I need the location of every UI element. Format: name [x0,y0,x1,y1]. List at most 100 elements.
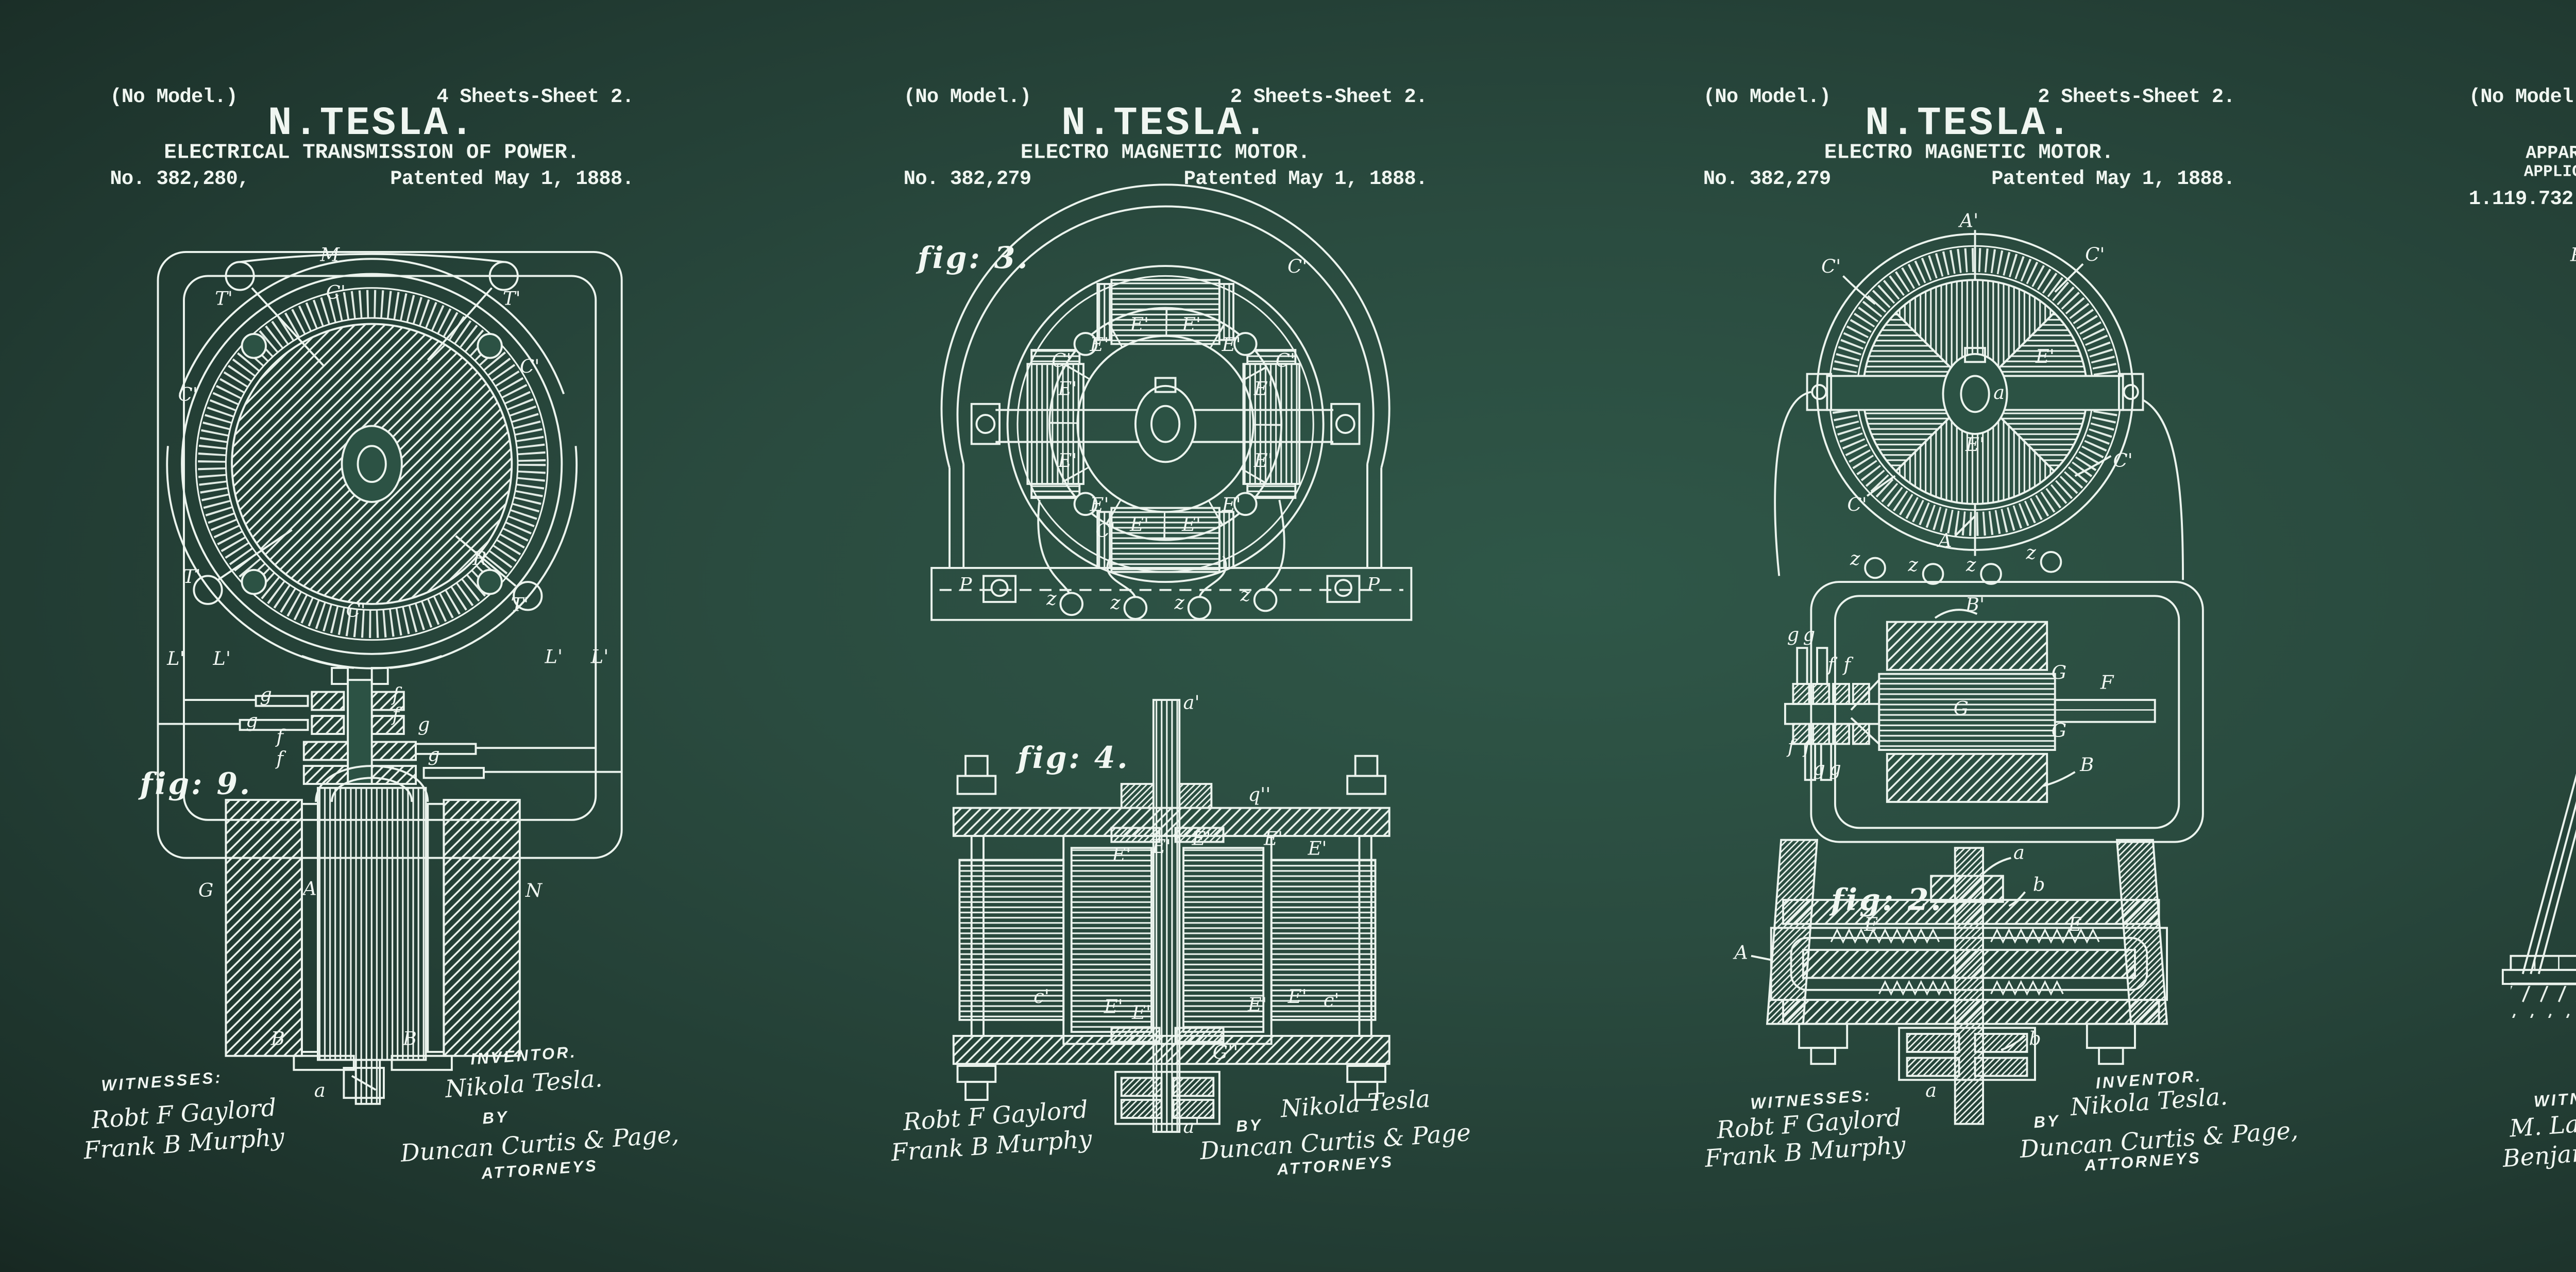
signature-heading: INVENTOR. [470,1043,578,1069]
diagram-label: P [1367,575,1380,597]
patent-date: Patented May 1, 1888. [1991,170,2235,192]
signature: Nikola Tesla [1279,1084,1431,1124]
diagram-label: M [320,245,340,267]
diagram-label: z [1046,589,1057,611]
diagram-label: C' [326,283,346,305]
diagram-label: E [1864,915,1878,937]
diagram-label: f [276,727,284,749]
diagram-label: g [260,684,272,707]
diagram-label: T' [215,289,233,311]
diagram-label: f [1787,737,1795,759]
diagram-label: T' [183,567,201,589]
diagram-label: E' [1182,315,1201,337]
diagram-label: E' [1130,515,1149,537]
diagram-label: E' [1182,515,1201,537]
diagram-label: A [303,879,317,901]
signature-heading: WITNESSES [2533,1085,2576,1111]
diagram-label: F [2100,673,2114,695]
sheet1-header: (No Model.) 4 Sheets-Sheet 2. N.TESLA. E… [110,80,634,200]
diagram-label: L' [545,647,563,669]
diagram-label: C' [1821,257,1841,279]
diagram-label: A [1938,531,1952,553]
diagram-label: g [1813,759,1825,781]
sheet-count: 2 Sheets-Sheet 2. [1230,88,1428,110]
figure-label: fig: 3. [917,240,1030,276]
drawing-electrical-transmission [157,250,623,1105]
diagram-label: E' [1090,495,1109,517]
diagram-label: B [270,1029,285,1051]
diagram-label: c' [1323,991,1340,1013]
diagram-label: G [198,881,214,903]
diagram-label: a [2013,843,2025,865]
diagram-label: T' [511,595,529,617]
diagram-label: E' [1264,829,1283,851]
diagram-label: E' [1253,379,1273,401]
diagram-label: A [1734,943,1748,965]
diagram-label: C' [1275,350,1296,373]
diagram-label: E' [1090,334,1109,357]
signature-heading: BY [482,1108,510,1128]
diagram-label: E' [1058,379,1077,401]
diagram-label: E' [2035,347,2055,369]
diagram-label: z [1908,555,1918,577]
diagram-label: E' [1192,829,1211,851]
diagram-label: L' [590,647,609,669]
diagram-label: g [246,711,258,733]
patent-date: Patented May 1, 1888. [1183,170,1428,192]
diagram-label: q'' [1248,784,1271,807]
diagram-label: z [1966,555,1976,577]
sheet2-header: (No Model.) 2 Sheets-Sheet 2. N.TESLA. E… [904,80,1428,200]
diagram-label: N [525,881,543,903]
diagram-label: g [428,745,440,767]
diagram-label: T' [502,289,521,311]
inventor-name: N.TESLA. [1865,102,2073,148]
diagram-label: E' [1104,997,1123,1019]
diagram-label: b [2032,875,2045,897]
diagram-label: C' [178,384,198,407]
diagram-label: R [472,549,487,571]
diagram-label: z [1174,593,1184,615]
diagram-label: E' [1965,434,1985,457]
diagram-label: E' [1248,995,1267,1017]
patent-title: ELECTRICAL TRANSMISSION OF POWER. [164,142,580,166]
diagram-label: C' [1287,257,1308,279]
inventor-name: N.TESLA. [1061,102,1269,148]
diagram-label: P [959,575,972,597]
diagram-label: L' [167,649,185,671]
diagram-label: z [1240,584,1251,607]
diagram-label: z [1110,593,1121,615]
diagram-label: E' [1130,315,1149,337]
diagram-label: E' [1222,495,1241,517]
diagram-label: P [2570,245,2576,267]
diagram-label: C' [1052,350,1072,373]
diagram-label: C' [1095,521,1115,543]
diagram-label: E [2068,915,2082,937]
diagram-label: f [276,749,284,771]
diagram-label: C' [2113,450,2133,473]
diagram-label: E' [1151,836,1171,859]
diagram-label: A' [1959,211,1979,233]
diagram-label: G'' [1212,1043,1239,1065]
sheet4-header: (No Model.) 2 Sheets-Sheet 2. N.TESLA. A… [2469,80,2576,224]
diagram-label: a' [1183,693,1200,715]
drawing-electromagnetic-motor-b [1751,230,2204,1125]
diagram-label: E' [1308,839,1327,861]
diagram-label: B [402,1029,417,1051]
no-model-note: (No Model.) [1703,88,1831,110]
diagram-label: C' [520,357,540,379]
diagram-label: g [1803,625,1816,647]
patent-title: ELECTRO MAGNETIC MOTOR. [1020,142,1311,166]
diagram-label: E' [1287,986,1307,1009]
no-model-note: (No Model.) [2468,88,2576,110]
diagram-label: C' [2085,245,2105,267]
diagram-label: E' [1058,450,1077,473]
diagram-label: E' [1132,1002,1151,1025]
diagram-label: B' [1965,595,1985,617]
signature-heading: BY [2033,1112,2061,1132]
diagram-label: f [392,705,400,727]
application-note: APPLICATION FILED JAN. 19, 1902 RENEWED … [2523,164,2576,182]
figure-label: fig: 4. [1017,740,1130,776]
diagram-label: g [1787,625,1800,647]
diagram-label: f [1843,655,1851,677]
